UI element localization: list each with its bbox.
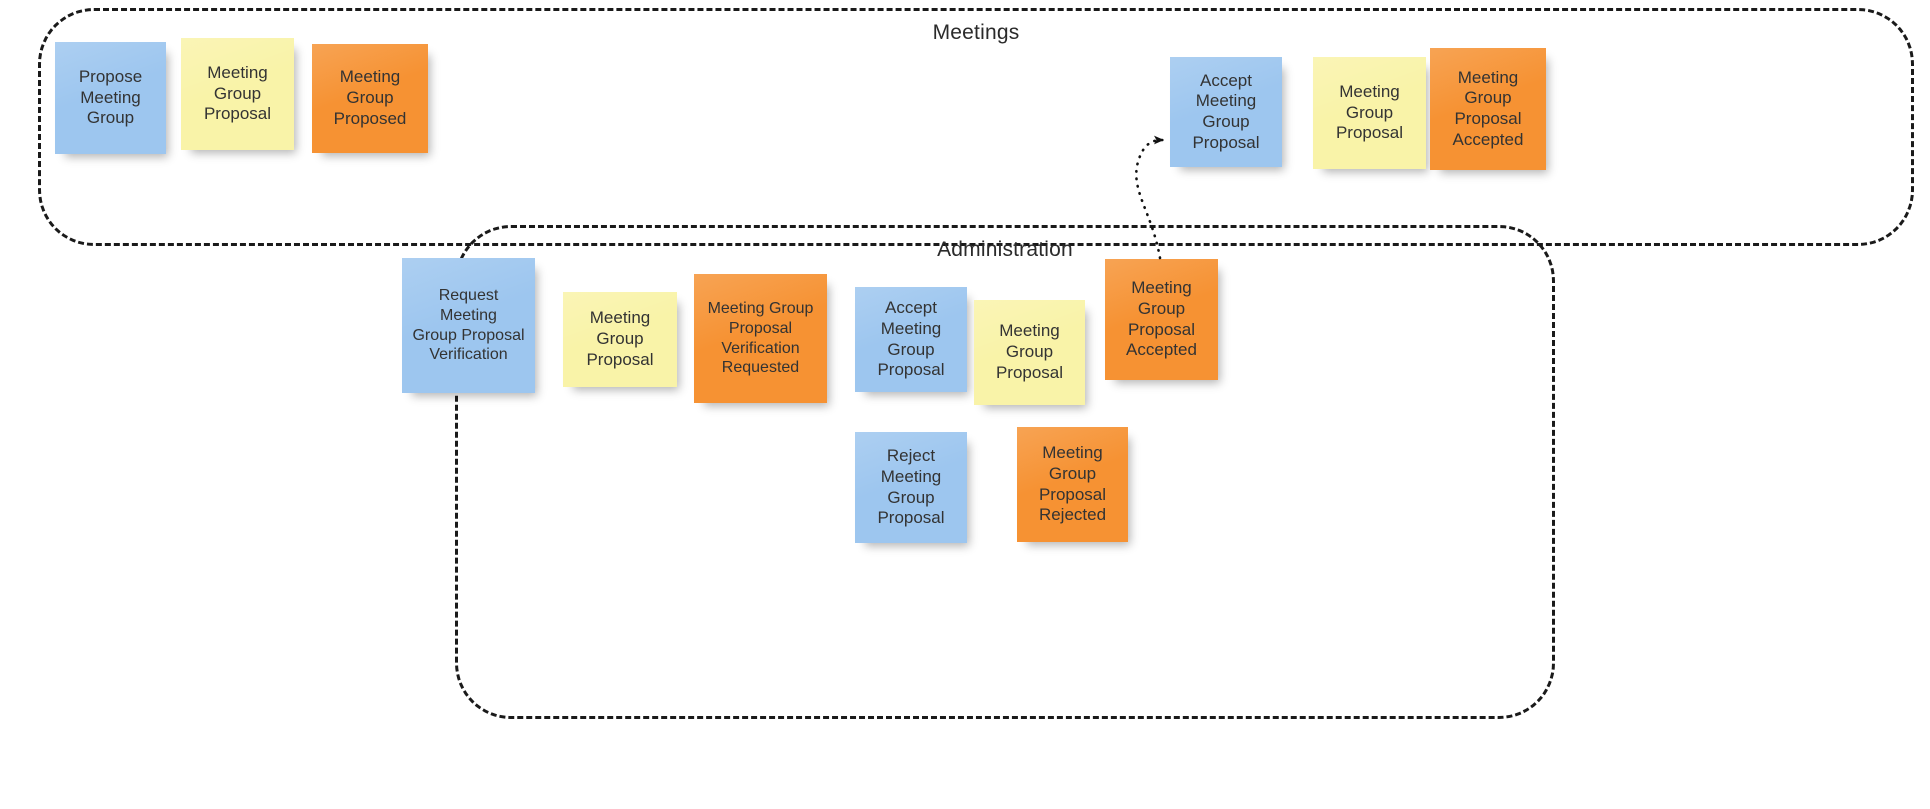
sticky-note-reject-meeting-group-proposal[interactable]: Reject Meeting Group Proposal: [855, 432, 967, 543]
sticky-note-meeting-group-proposal-verification-requested[interactable]: Meeting Group Proposal Verification Requ…: [694, 274, 827, 403]
sticky-note-meeting-group-proposal-accepted-admin[interactable]: Meeting Group Proposal Accepted: [1105, 259, 1218, 380]
bounded-context-meetings-title: Meetings: [932, 21, 1020, 44]
sticky-note-meeting-group-proposal-2[interactable]: Meeting Group Proposal: [1313, 57, 1426, 169]
sticky-note-propose-meeting-group[interactable]: Propose Meeting Group: [55, 42, 166, 154]
sticky-note-label: Meeting Group Proposal Accepted: [1126, 278, 1197, 360]
sticky-note-accept-meeting-group-proposal-top[interactable]: Accept Meeting Group Proposal: [1170, 57, 1282, 167]
sticky-note-label: Meeting Group Proposal Verification Requ…: [707, 300, 814, 377]
sticky-note-label: Meeting Group Proposed: [333, 67, 407, 128]
sticky-note-meeting-group-proposal-3[interactable]: Meeting Group Proposal: [563, 292, 677, 387]
bounded-context-administration: Administration: [455, 225, 1555, 719]
sticky-note-label: Meeting Group Proposal Rejected: [1038, 443, 1107, 525]
sticky-note-label: Propose Meeting Group: [78, 66, 143, 128]
sticky-note-meeting-group-proposed[interactable]: Meeting Group Proposed: [312, 44, 428, 153]
sticky-note-meeting-group-proposal-accepted-top[interactable]: Meeting Group Proposal Accepted: [1430, 48, 1546, 170]
sticky-note-label: Request Meeting Group Proposal Verificat…: [412, 287, 525, 364]
sticky-note-label: Meeting Group Proposal: [203, 62, 272, 124]
sticky-note-meeting-group-proposal-4[interactable]: Meeting Group Proposal: [974, 300, 1085, 405]
sticky-note-label: Accept Meeting Group Proposal: [877, 298, 945, 380]
sticky-note-label: Meeting Group Proposal: [995, 321, 1064, 382]
sticky-note-label: Accept Meeting Group Proposal: [1192, 70, 1260, 152]
sticky-note-label: Meeting Group Proposal Accepted: [1452, 67, 1524, 149]
sticky-note-request-meeting-group-proposal-verification[interactable]: Request Meeting Group Proposal Verificat…: [402, 258, 535, 393]
sticky-note-accept-meeting-group-proposal-admin[interactable]: Accept Meeting Group Proposal: [855, 287, 967, 392]
sticky-note-meeting-group-proposal-rejected[interactable]: Meeting Group Proposal Rejected: [1017, 427, 1128, 542]
bounded-context-meetings: Meetings: [38, 8, 1914, 246]
bounded-context-administration-title: Administration: [937, 238, 1073, 261]
sticky-note-label: Meeting Group Proposal: [586, 308, 654, 369]
sticky-note-label: Meeting Group Proposal: [1335, 81, 1404, 143]
sticky-note-meeting-group-proposal-1[interactable]: Meeting Group Proposal: [181, 38, 294, 150]
sticky-note-label: Reject Meeting Group Proposal: [877, 446, 945, 528]
